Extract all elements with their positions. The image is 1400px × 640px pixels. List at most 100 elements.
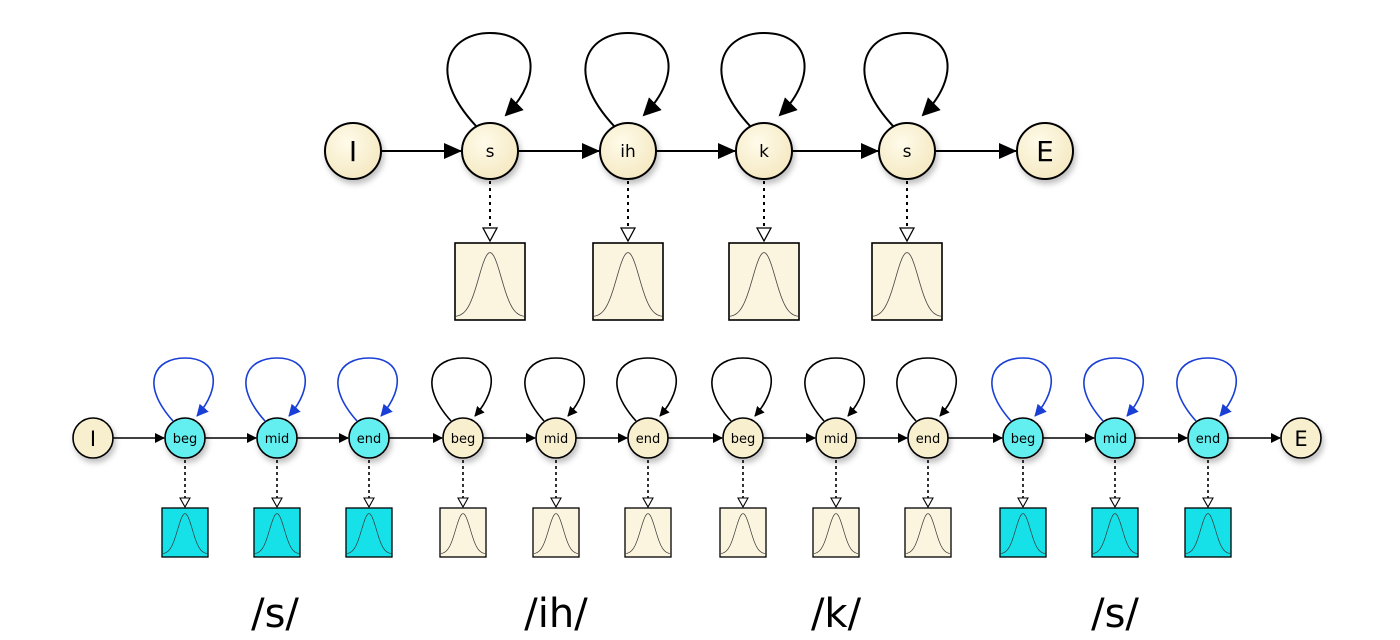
gaussian-curve	[905, 513, 951, 554]
gaussian-emission-box	[592, 242, 664, 321]
self-loop-arrow	[431, 357, 492, 422]
subphone-state-label: mid	[544, 432, 569, 447]
start-state-label: I	[90, 427, 96, 451]
phone-state: ih	[584, 31, 670, 321]
gaussian-curve	[813, 513, 859, 554]
self-loop-arrow	[711, 357, 772, 422]
phone-state-node	[735, 122, 793, 180]
gaussian-curve	[1092, 513, 1138, 554]
subphone-state: mid	[1083, 357, 1144, 558]
self-loop-arrow	[1176, 357, 1237, 422]
start-state-label: I	[349, 135, 357, 168]
start-state: I	[72, 417, 114, 459]
self-loop-arrow	[863, 31, 949, 127]
self-loop-arrow	[584, 31, 670, 127]
self-loop-arrow	[1083, 357, 1144, 422]
end-state: E	[1016, 122, 1074, 180]
gaussian-emission-box	[999, 507, 1047, 558]
phone-state-label: s	[903, 142, 912, 162]
gaussian-curve	[729, 252, 799, 317]
gaussian-emission-box	[812, 507, 860, 558]
phoneme-label: /s/	[251, 591, 299, 637]
gaussian-curve	[1185, 513, 1231, 554]
subphone-state-label: mid	[1103, 432, 1128, 447]
subphone-state-label: beg	[731, 432, 756, 447]
phone-state-label: k	[759, 142, 769, 162]
subphone-state-label: mid	[824, 432, 849, 447]
self-loop-arrow	[720, 31, 806, 127]
subphone-state: end	[896, 357, 957, 558]
gaussian-emission-box	[161, 507, 209, 558]
subphone-state: mid	[524, 357, 585, 558]
word-level-hmm: I Es ih k s	[324, 31, 1074, 321]
self-loop-arrow	[524, 357, 585, 422]
subphone-state-node	[815, 417, 857, 459]
gaussian-emission-box	[439, 507, 487, 558]
phone-state-node	[599, 122, 657, 180]
subphone-state: beg	[153, 357, 214, 558]
phone-state: s	[446, 31, 532, 321]
subphone-state-label: end	[916, 432, 941, 447]
subphone-state-node	[164, 417, 206, 459]
phone-state-label: s	[486, 142, 495, 162]
gaussian-curve	[593, 252, 663, 317]
subphone-state-node	[442, 417, 484, 459]
gaussian-emission-box	[454, 242, 526, 321]
subphone-state: beg	[431, 357, 492, 558]
gaussian-curve	[1000, 513, 1046, 554]
self-loop-arrow	[337, 357, 398, 422]
subphone-state: end	[337, 357, 398, 558]
gaussian-emission-box	[345, 507, 393, 558]
start-state: I	[324, 122, 382, 180]
end-state-label: E	[1036, 135, 1054, 168]
gaussian-emission-box	[904, 507, 952, 558]
subphone-state-node	[627, 417, 669, 459]
subphone-state-node	[722, 417, 764, 459]
subphone-state-node	[1187, 417, 1229, 459]
end-state-label: E	[1294, 427, 1307, 451]
subphone-state: end	[1176, 357, 1237, 558]
gaussian-emission-box	[532, 507, 580, 558]
phone-state: s	[863, 31, 949, 321]
phoneme-label: /s/	[1091, 591, 1139, 637]
self-loop-arrow	[616, 357, 677, 422]
gaussian-curve	[162, 513, 208, 554]
self-loop-arrow	[804, 357, 865, 422]
end-state: E	[1280, 417, 1322, 459]
subphone-state: mid	[804, 357, 865, 558]
gaussian-emission-box	[719, 507, 767, 558]
phone-state-node	[461, 122, 519, 180]
self-loop-arrow	[245, 357, 306, 422]
phone-state-node	[878, 122, 936, 180]
subphone-state-node	[1094, 417, 1136, 459]
subphone-state-label: mid	[265, 432, 290, 447]
gaussian-emission-box	[253, 507, 301, 558]
subphone-state-label: beg	[451, 432, 476, 447]
subphone-state: beg	[711, 357, 772, 558]
subphone-state: mid	[245, 357, 306, 558]
subphone-state-label: beg	[173, 432, 198, 447]
gaussian-emission-box	[1091, 507, 1139, 558]
subphone-state-node	[348, 417, 390, 459]
gaussian-emission-box	[871, 242, 943, 321]
self-loop-arrow	[991, 357, 1052, 422]
gaussian-curve	[346, 513, 392, 554]
phone-state-label: ih	[620, 142, 636, 162]
subphone-state: end	[616, 357, 677, 558]
gaussian-emission-box	[728, 242, 800, 321]
gaussian-emission-box	[624, 507, 672, 558]
subphone-state-label: beg	[1011, 432, 1036, 447]
self-loop-arrow	[446, 31, 532, 127]
subphone-state-node	[1002, 417, 1044, 459]
self-loop-arrow	[896, 357, 957, 422]
subphone-state-node	[256, 417, 298, 459]
subphone-state-label: end	[1196, 432, 1221, 447]
gaussian-curve	[533, 513, 579, 554]
gaussian-curve	[872, 252, 942, 317]
subphone-state-node	[907, 417, 949, 459]
subphone-state-node	[535, 417, 577, 459]
subphone-state-label: end	[636, 432, 661, 447]
gaussian-emission-box	[1184, 507, 1232, 558]
